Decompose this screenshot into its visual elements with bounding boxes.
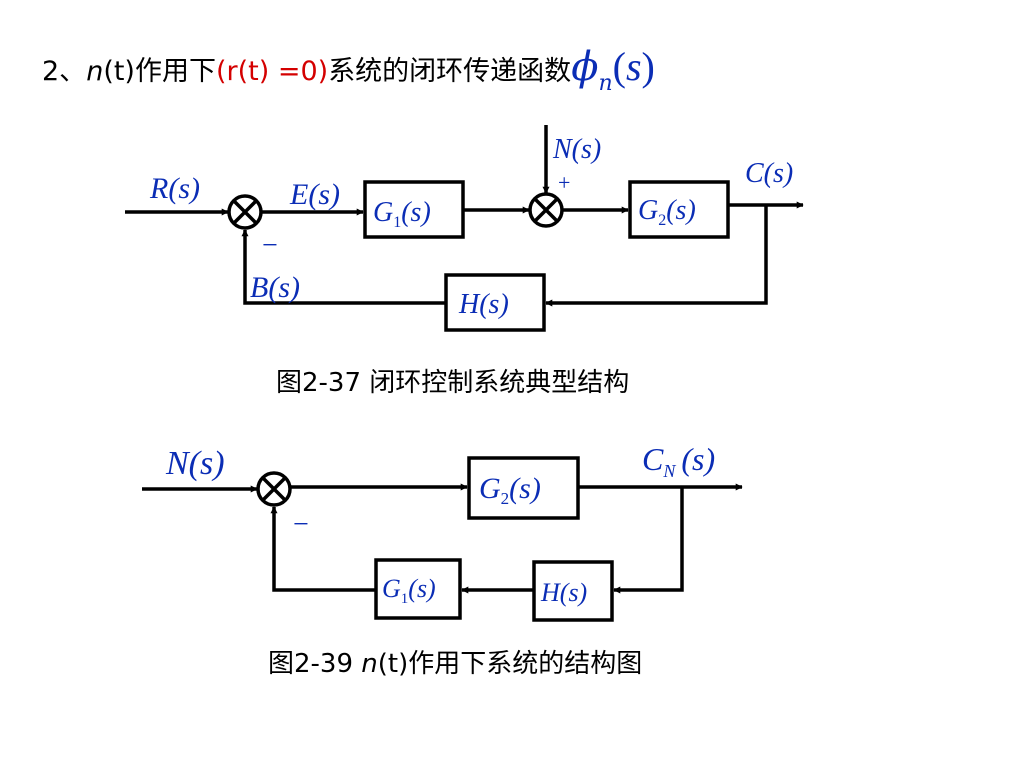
g1-label: G1(s) [373,197,431,231]
title-text1: 作用下 [134,56,216,87]
cn-name: C [642,441,664,477]
diagram-2 [142,456,743,622]
feedback-path-right [545,205,768,307]
title-phi: ϕ [571,44,599,90]
caption-2-suffix: 作用下系统的结构图 [408,649,642,679]
g2-arg: (s) [666,195,696,226]
label-minus-2: − [293,509,309,540]
g1b-label: G1(s) [382,574,436,607]
g2-name: G [638,195,658,226]
g1-arg: (s) [401,197,431,228]
h-arg: (s) [479,289,509,320]
hb-arg: (s) [560,578,587,607]
title-phi-arg: (s) [613,44,655,89]
title-var: n [86,56,104,87]
label-e: E(s) [289,178,340,211]
label-c: C(s) [745,158,793,189]
g1-name: G [373,197,393,228]
block-g2 [628,180,730,239]
title-var-arg: (t) [103,56,135,87]
label-cn: CN(s) [642,441,715,481]
g1b-arg: (s) [408,574,435,603]
title-number: 2、 [42,56,87,87]
caption-2-arg: (t) [378,649,408,679]
block-g1-b [374,558,462,620]
caption-2-prefix: 图2-39 [268,649,361,679]
feedback2-right [613,487,684,594]
label-b: B(s) [250,271,300,304]
label-n2: N(s) [165,445,225,482]
h-label: H(s) [458,289,509,320]
label-n: N(s) [552,134,601,165]
g1b-sub: 1 [401,591,409,607]
g2b-label: G2(s) [479,472,541,508]
g2b-arg: (s) [509,472,541,505]
block-h-b [532,560,614,622]
phi-arg-left: ( [612,44,626,89]
hb-name: H [540,578,561,607]
block-g2-b [467,456,580,520]
label-plus: + [558,170,570,195]
g2b-sub: 2 [501,489,510,508]
block-h [444,273,546,332]
phi-arg-right: ) [641,44,655,89]
g1-sub: 1 [393,214,401,231]
summing-junction-1 [227,194,263,230]
title-phi-sub: n [598,71,613,96]
diagram-1 [125,125,804,332]
feedback-path-left [241,229,446,305]
h-name: H [458,289,481,320]
hb-label: H(s) [540,578,587,607]
slide-title: 2、n(t)作用下(r(t) =0)系统的闭环传递函数ϕn(s) [42,42,655,96]
block-g1 [363,180,465,239]
g2-sub: 2 [658,212,666,229]
summing-junction-2 [528,192,564,228]
g2b-name: G [479,472,501,505]
g2-label: G2(s) [638,195,696,229]
title-text2: 系统的闭环传递函数 [328,56,572,87]
caption-2-var: n [361,649,377,679]
label-minus-1: − [262,230,278,261]
caption-2: 图2-39 n(t)作用下系统的结构图 [268,649,642,679]
cn-sub: N [662,461,676,481]
title-condition: (r(t) =0) [215,56,329,87]
phi-arg-s: s [625,44,642,89]
feedback2-left [270,506,376,592]
label-r: R(s) [149,172,200,205]
summing-junction-3 [256,471,292,507]
caption-1: 图2-37 闭环控制系统典型结构 [276,368,629,398]
g1b-name: G [382,574,401,603]
cn-arg: (s) [681,441,715,477]
